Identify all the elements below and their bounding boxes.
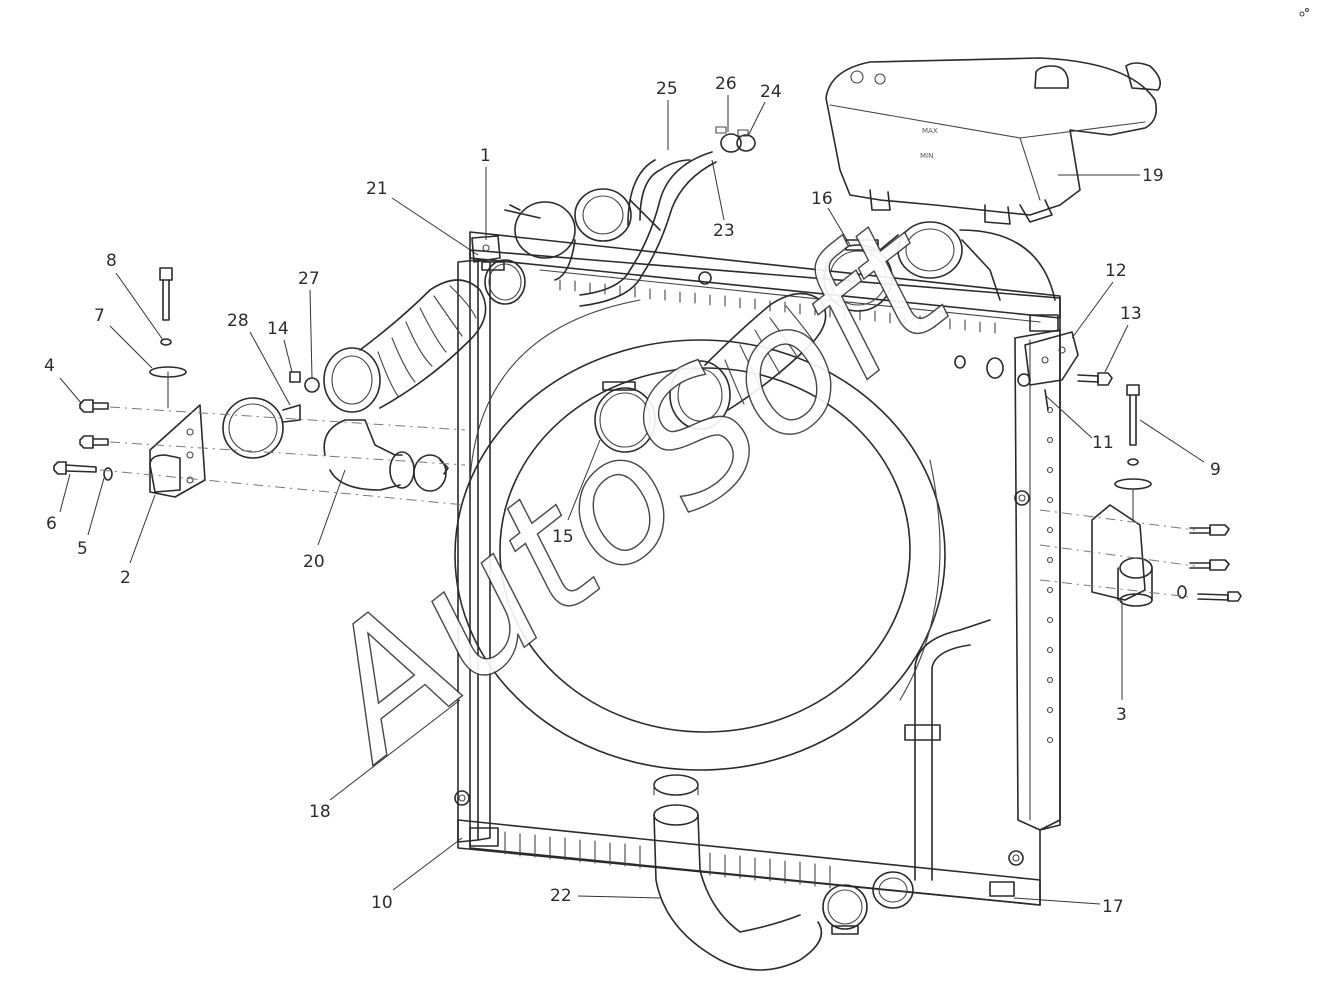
hose-20-corrugations	[323, 279, 487, 413]
assembly-centerlines	[99, 406, 1196, 598]
bushing-part-11	[954, 355, 1049, 411]
callout-24: 24	[760, 82, 782, 102]
callout-8: 8	[106, 251, 117, 271]
callout-13: 13	[1120, 304, 1142, 324]
hose-end-clamp	[413, 454, 449, 492]
bracket-part-12	[1017, 331, 1079, 387]
callout-19: 19	[1142, 166, 1164, 186]
expansion-tank-part-19: MAX MIN	[825, 57, 1161, 225]
clamp-part-15	[594, 381, 656, 453]
callout-12: 12	[1105, 261, 1127, 281]
left-mount-bracket-part-2	[149, 404, 206, 498]
upper-pipe-assembly	[504, 188, 661, 281]
tank-min-mark: MIN	[920, 152, 933, 160]
callout-5: 5	[77, 539, 88, 559]
clamp-part-21	[481, 259, 526, 305]
charge-air-hose-part-20	[323, 279, 487, 491]
callout-9: 9	[1210, 460, 1221, 480]
callout-6: 6	[46, 514, 57, 534]
callout-21: 21	[366, 179, 388, 199]
callout-14: 14	[267, 319, 289, 339]
callout-2: 2	[120, 568, 131, 588]
callout-1: 1	[480, 146, 491, 166]
clamp-part-14	[289, 371, 301, 383]
callout-28: 28	[227, 311, 249, 331]
mount-bolt-part-9	[1114, 384, 1152, 521]
callout-3: 3	[1116, 705, 1127, 725]
washer-part-7	[149, 366, 187, 409]
callout-20: 20	[303, 552, 325, 572]
bolt-part-6	[53, 461, 97, 475]
callout-15: 15	[552, 527, 574, 547]
callout-7: 7	[94, 306, 105, 326]
callout-23: 23	[713, 221, 735, 241]
leader-lines	[59, 95, 1205, 905]
small-clamps-24-26	[715, 126, 756, 153]
callout-18: 18	[309, 802, 331, 822]
callout-22: 22	[550, 886, 572, 906]
clamp-part-16	[823, 221, 1056, 312]
tank-max-mark: MAX	[922, 127, 938, 135]
washer-part-5	[103, 467, 113, 481]
callout-16: 16	[811, 189, 833, 209]
side-plate-holes	[1046, 406, 1054, 744]
right-mount-bolts	[1177, 524, 1242, 602]
bolt-part-13	[1077, 372, 1113, 386]
lower-hose-part-22	[653, 774, 823, 971]
charge-air-hose-centre	[669, 292, 827, 430]
callout-10: 10	[371, 893, 393, 913]
callout-27: 27	[298, 269, 320, 289]
radiator-assembly	[454, 231, 1061, 906]
callout-17: 17	[1102, 897, 1124, 917]
callout-26: 26	[715, 74, 737, 94]
callout-25: 25	[656, 79, 678, 99]
mount-bolt-part-8	[159, 267, 173, 346]
lower-clamps	[822, 871, 914, 935]
clamp-part-27	[304, 377, 320, 393]
corner-mark-icon	[1299, 7, 1310, 17]
callout-11: 11	[1092, 433, 1114, 453]
bottom-fins	[504, 831, 831, 889]
clamp-part-28	[222, 397, 301, 459]
bracket-part-1	[471, 235, 501, 263]
hose-part-25	[579, 151, 717, 307]
callout-labels: 1 2 3 4 5 6 7 8 9 10 11 12 13 14 15 16 1…	[44, 74, 1221, 917]
bolt-part-4	[79, 399, 109, 449]
callout-4: 4	[44, 356, 55, 376]
right-mount-bracket-part-3	[1091, 504, 1153, 607]
